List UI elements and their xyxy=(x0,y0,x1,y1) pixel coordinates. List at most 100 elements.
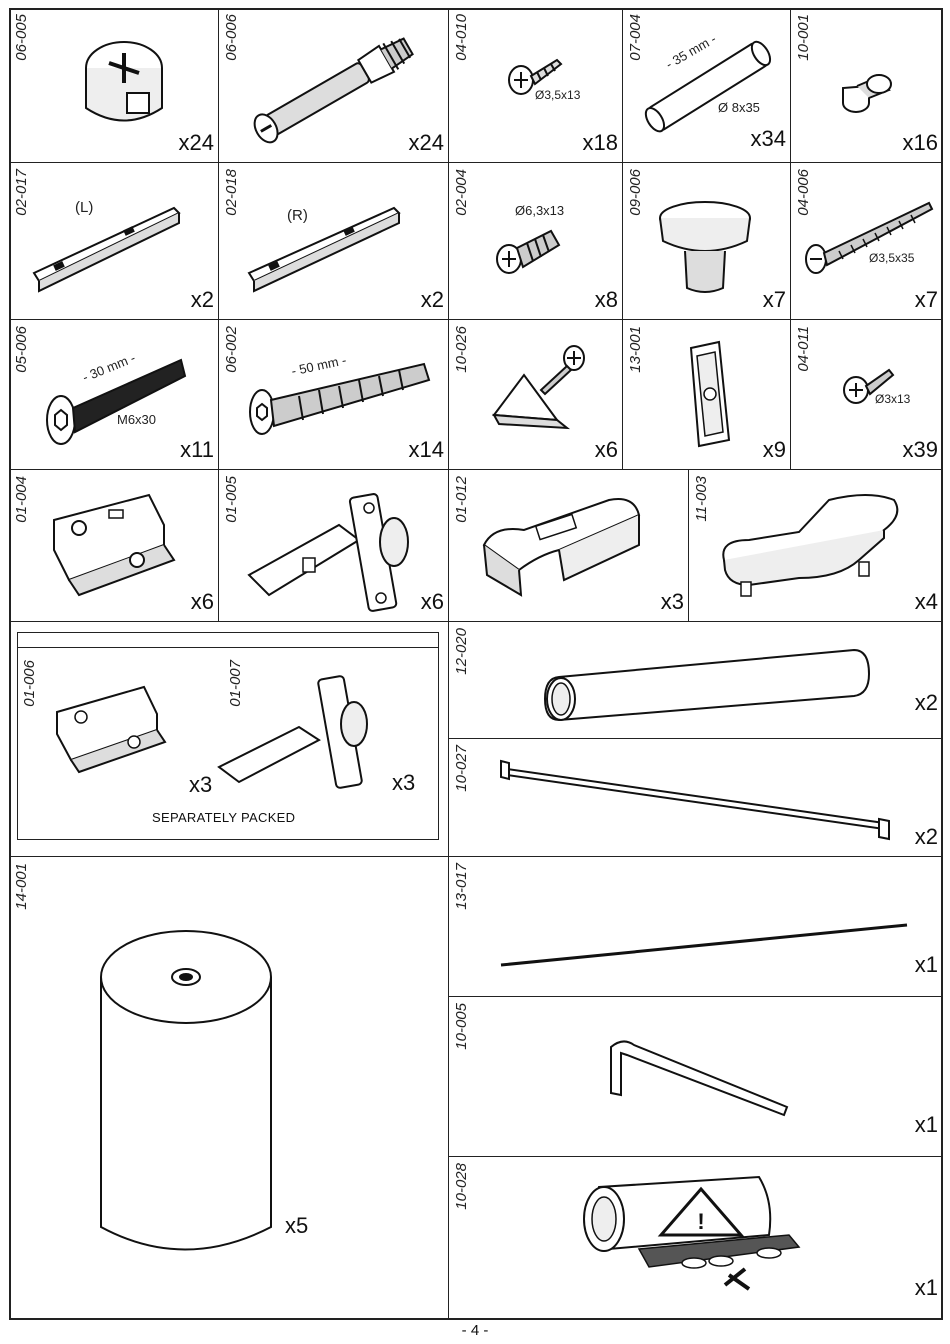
drawer-runner-right-icon xyxy=(247,206,401,293)
part-quantity: x39 xyxy=(902,437,938,462)
part-dimension: Ø3x13 xyxy=(875,392,911,406)
part-cell-14-001: 14-001 x5 xyxy=(9,857,449,1320)
part-code: 01-006 xyxy=(21,660,38,707)
part-cell-10-027: 10-027 x2 xyxy=(449,739,943,857)
part-cell-02-017: (L) 02-017 x2 xyxy=(9,163,219,320)
part-code: 04-006 xyxy=(795,169,812,216)
part-quantity: x3 xyxy=(660,589,684,614)
part-code: 01-004 xyxy=(13,476,30,523)
part-quantity: x8 xyxy=(594,287,618,312)
part-code: 01-012 xyxy=(453,476,470,523)
wood-screw-icon xyxy=(508,58,563,95)
part-dimension: Ø6,3x13 xyxy=(515,203,565,218)
part-code: 01-005 xyxy=(223,476,240,523)
part-quantity: x1 xyxy=(914,1275,938,1300)
part-code: 04-011 xyxy=(795,326,812,372)
page-number: - 4 - xyxy=(461,1322,489,1339)
part-code: 13-001 xyxy=(627,326,644,373)
part-quantity: x4 xyxy=(914,589,938,614)
runner-side-label: (L) xyxy=(75,199,94,216)
part-code: 02-004 xyxy=(453,169,470,216)
part-cell-11-003: 11-003 x4 xyxy=(689,470,943,622)
part-dimension: Ø 8x35 xyxy=(718,100,760,115)
part-quantity: x2 xyxy=(190,287,214,312)
part-quantity: x18 xyxy=(582,130,618,155)
cabinet-hinge-icon xyxy=(247,493,409,612)
part-cell-10-028: ! 10-028 x1 xyxy=(449,1157,943,1320)
thin-rod-icon xyxy=(500,923,908,967)
cam-lock-icon xyxy=(85,41,163,122)
corner-bracket-icon xyxy=(492,345,585,430)
part-cell-12-020: 12-020 x2 xyxy=(449,622,943,739)
part-code: 13-017 xyxy=(453,863,470,910)
wardrobe-rail-icon xyxy=(543,648,871,722)
part-quantity: x16 xyxy=(902,130,938,155)
part-quantity: x6 xyxy=(594,437,618,462)
part-cell-13-001: 13-001 x9 xyxy=(623,320,791,470)
drawer-runner-left-icon xyxy=(32,206,181,293)
allen-key-icon xyxy=(610,1040,789,1117)
long-cam-bolt-icon xyxy=(249,362,431,435)
support-rod-icon xyxy=(500,759,890,841)
warning-triangle-icon xyxy=(657,1186,745,1237)
part-quantity: x14 xyxy=(408,437,444,462)
part-quantity: x6 xyxy=(420,589,444,614)
long-wood-screw-icon xyxy=(805,201,934,274)
separately-packed-label: SEPARATELY PACKED xyxy=(152,810,296,825)
part-code: 06-002 xyxy=(223,326,240,373)
part-cell-05-006: - 30 mm - M6x30 05-006 x11 xyxy=(9,320,219,470)
magnetic-catch-plate-icon xyxy=(689,340,731,448)
part-quantity: x3 xyxy=(392,770,416,795)
cylindrical-leg-icon xyxy=(100,930,272,1251)
part-quantity: x34 xyxy=(750,126,786,151)
part-quantity: x9 xyxy=(762,437,786,462)
part-code: 14-001 xyxy=(13,863,30,910)
part-cell-13-017: 13-017 x1 xyxy=(449,857,943,997)
part-quantity: x2 xyxy=(914,690,938,715)
part-quantity: x7 xyxy=(914,287,938,312)
part-dimension: Ø3,5x35 xyxy=(869,251,915,265)
part-code: 06-005 xyxy=(13,14,30,61)
part-cell-01-004: 01-004 x6 xyxy=(9,470,219,622)
euro-screw-icon xyxy=(496,229,561,274)
part-code: 10-028 xyxy=(453,1163,470,1210)
small-wood-screw-icon xyxy=(843,368,895,404)
part-cell-01-005: 01-005 x6 xyxy=(219,470,449,622)
part-quantity: x5 xyxy=(285,1213,309,1238)
part-code: 04-010 xyxy=(453,14,470,61)
part-cell-04-006: Ø3,5x35 04-006 x7 xyxy=(791,163,943,320)
part-code: 10-001 xyxy=(795,14,812,61)
separately-packed-box xyxy=(17,632,439,840)
part-cell-02-004: Ø6,3x13 02-004 x8 xyxy=(449,163,623,320)
part-quantity: x24 xyxy=(178,130,214,155)
part-cell-02-018: (R) 02-018 x2 xyxy=(219,163,449,320)
part-cell-10-026: 10-026 x6 xyxy=(449,320,623,470)
part-code: 09-006 xyxy=(627,169,644,216)
separately-packed-hinges-illustration xyxy=(56,675,368,789)
part-quantity: x6 xyxy=(190,589,214,614)
part-quantity: x11 xyxy=(180,437,214,462)
svg-text:!: ! xyxy=(697,1209,704,1234)
part-cell-06-002: - 50 mm - 06-002 x14 xyxy=(219,320,449,470)
part-code: 06-006 xyxy=(223,14,240,61)
part-quantity: x1 xyxy=(914,952,938,977)
part-code: 10-027 xyxy=(453,745,470,792)
part-cell-06-006: 06-006 x24 xyxy=(219,8,449,163)
part-code: 10-005 xyxy=(453,1003,470,1050)
part-quantity: x1 xyxy=(914,1112,938,1137)
part-code: 11-003 xyxy=(693,476,710,522)
part-quantity: x24 xyxy=(408,130,444,155)
hinge-mounting-plate-icon xyxy=(53,493,176,597)
anti-tip-kit-icon: ! xyxy=(583,1175,801,1291)
part-cell-10-001: 10-001 x16 xyxy=(791,8,943,163)
part-cell-04-011: Ø3x13 04-011 x39 xyxy=(791,320,943,470)
separately-packed-header-bar xyxy=(18,633,438,648)
part-cell-04-010: Ø3,5x13 04-010 x18 xyxy=(449,8,623,163)
cabinet-knob-icon xyxy=(659,201,751,293)
part-code: 02-018 xyxy=(223,169,240,216)
part-cell-01-012: 01-012 x3 xyxy=(449,470,689,622)
part-quantity: x2 xyxy=(420,287,444,312)
part-code: 07-004 xyxy=(627,14,644,61)
part-dimension: Ø3,5x13 xyxy=(535,88,581,102)
part-cell-10-005: 10-005 x1 xyxy=(449,997,943,1157)
